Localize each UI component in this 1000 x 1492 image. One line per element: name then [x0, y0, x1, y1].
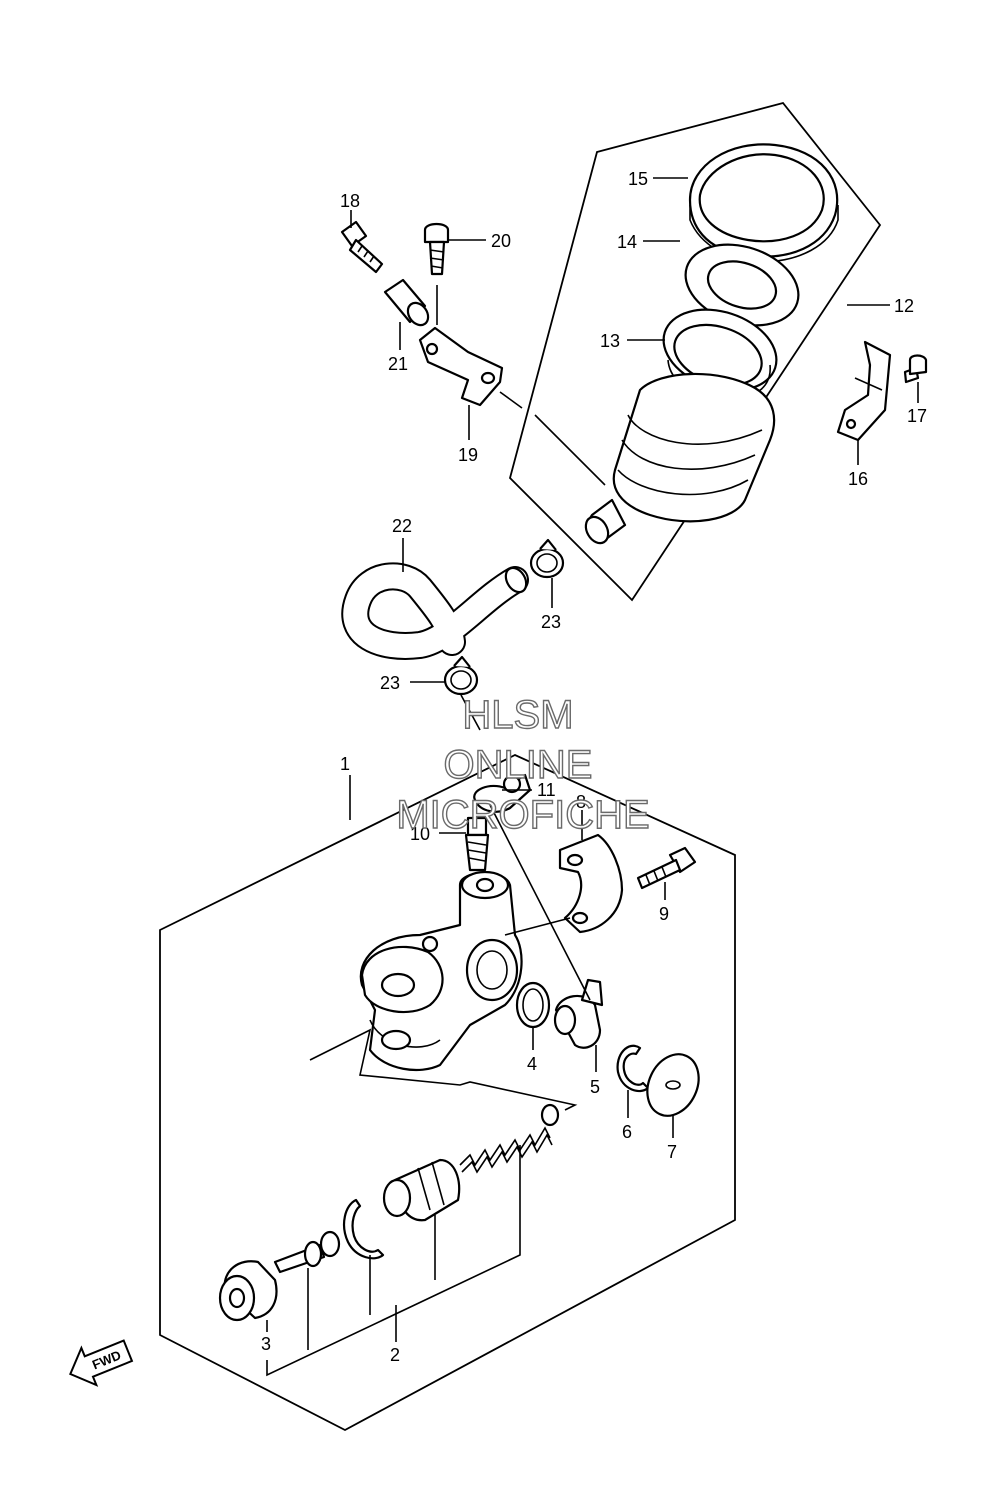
- label-18: 18: [340, 191, 360, 211]
- reservoir-diaphragm-plate: [684, 243, 800, 327]
- watermark-line-1: HLSM: [462, 693, 573, 737]
- master-cylinder-group-frame: [159, 754, 736, 1432]
- label-7: 7: [667, 1142, 677, 1162]
- bracket-screw: [903, 354, 928, 384]
- reservoir-body: [584, 372, 776, 545]
- mounting-bolt: [423, 222, 450, 276]
- label-13: 13: [600, 331, 620, 351]
- reservoir-bracket: [836, 340, 892, 442]
- leader-lines: [266, 177, 919, 1377]
- label-23-lower: 23: [380, 673, 400, 693]
- label-10: 10: [410, 824, 430, 844]
- label-14: 14: [617, 232, 637, 252]
- label-4: 4: [527, 1054, 537, 1074]
- forward-direction-arrow: FWD: [69, 1339, 134, 1387]
- label-17: 17: [907, 406, 927, 426]
- piston-spring: [459, 1103, 560, 1174]
- joint-union: [464, 816, 490, 872]
- label-6: 6: [622, 1122, 632, 1142]
- label-20: 20: [491, 231, 511, 251]
- hose-clamp-upper: [529, 538, 565, 579]
- master-cylinder-body: [359, 870, 523, 1072]
- label-19: 19: [458, 445, 478, 465]
- dust-boot: [646, 1053, 700, 1117]
- circlip-lower: [343, 1198, 385, 1260]
- collar: [383, 278, 430, 327]
- label-5: 5: [590, 1077, 600, 1097]
- piston: [382, 1158, 461, 1222]
- handlebar-holder: [558, 833, 624, 934]
- hose-clamp-lower: [443, 655, 479, 696]
- reservoir-mount-bracket: [418, 326, 504, 407]
- push-rod-boot: [218, 1260, 278, 1322]
- reservoir-hose: [341, 562, 529, 660]
- label-16: 16: [848, 469, 868, 489]
- label-8: 8: [576, 792, 586, 812]
- watermark-line-3: MICROFICHE: [396, 793, 649, 837]
- push-rod: [273, 1230, 341, 1274]
- label-12: 12: [894, 296, 914, 316]
- reservoir-connector: [553, 978, 604, 1049]
- label-11: 11: [537, 780, 556, 800]
- label-2: 2: [390, 1345, 400, 1365]
- hose-joint: [473, 773, 532, 813]
- watermark: HLSM ONLINE MICROFICHE: [396, 692, 651, 837]
- label-3: 3: [261, 1334, 271, 1354]
- label-1: 1: [340, 754, 350, 774]
- label-9: 9: [659, 904, 669, 924]
- label-22: 22: [392, 516, 412, 536]
- label-23-upper: 23: [541, 612, 561, 632]
- reservoir-cap: [688, 143, 839, 263]
- bracket-bolt: [340, 220, 384, 274]
- watermark-line-2: ONLINE: [444, 743, 593, 787]
- label-21: 21: [388, 354, 408, 374]
- label-15: 15: [628, 169, 648, 189]
- holder-bolt: [636, 846, 697, 890]
- circlip-upper: [616, 1044, 650, 1093]
- o-ring: [515, 981, 551, 1029]
